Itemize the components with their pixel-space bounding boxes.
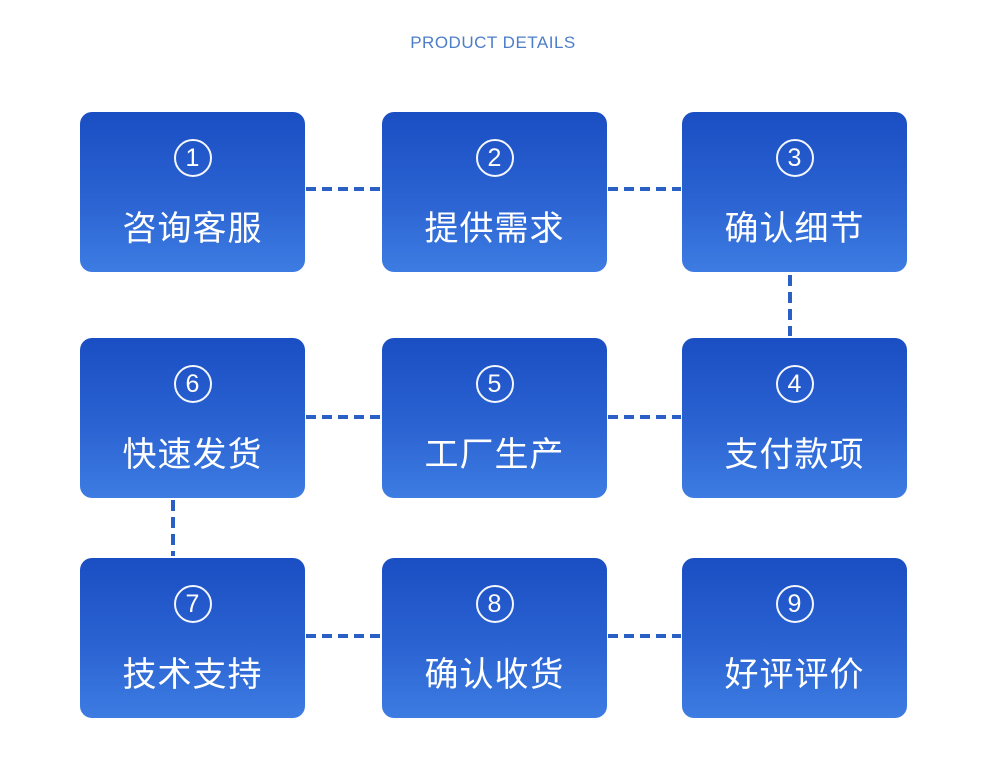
step-label: 工厂生产 bbox=[424, 436, 565, 474]
step-number-circle: 5 bbox=[475, 365, 514, 403]
step-box-2: 2 提供需求 bbox=[382, 112, 607, 272]
step-label: 确认收货 bbox=[424, 656, 565, 694]
step-number-circle: 6 bbox=[173, 365, 212, 403]
step-number: 6 bbox=[185, 369, 200, 398]
step-number: 3 bbox=[787, 143, 802, 172]
step-box-1: 1 咨询客服 bbox=[80, 112, 305, 272]
step-label: 好评评价 bbox=[724, 656, 865, 694]
step-number: 2 bbox=[487, 143, 502, 172]
step-number-circle: 7 bbox=[173, 585, 212, 623]
step-box-3: 3 确认细节 bbox=[682, 112, 907, 272]
connector-2-3 bbox=[608, 187, 681, 191]
connector-4-5 bbox=[608, 415, 681, 419]
step-box-8: 8 确认收货 bbox=[382, 558, 607, 718]
step-box-7: 7 技术支持 bbox=[80, 558, 305, 718]
step-number-circle: 2 bbox=[475, 139, 514, 177]
step-label: 技术支持 bbox=[122, 656, 263, 694]
step-box-6: 6 快速发货 bbox=[80, 338, 305, 498]
step-label: 确认细节 bbox=[724, 210, 865, 248]
connector-5-6 bbox=[306, 415, 380, 419]
step-number-circle: 3 bbox=[775, 139, 814, 177]
step-number: 7 bbox=[185, 589, 200, 618]
connector-1-2 bbox=[306, 187, 380, 191]
step-number: 4 bbox=[787, 369, 802, 398]
step-number: 8 bbox=[487, 589, 502, 618]
step-box-9: 9 好评评价 bbox=[682, 558, 907, 718]
connector-8-9 bbox=[608, 634, 681, 638]
step-box-5: 5 工厂生产 bbox=[382, 338, 607, 498]
step-number-circle: 8 bbox=[475, 585, 514, 623]
connector-6-7 bbox=[171, 500, 175, 556]
step-label: 快速发货 bbox=[122, 436, 263, 474]
step-label: 咨询客服 bbox=[122, 210, 263, 248]
step-number: 9 bbox=[787, 589, 802, 618]
step-number: 1 bbox=[185, 143, 200, 172]
step-box-4: 4 支付款项 bbox=[682, 338, 907, 498]
step-label: 支付款项 bbox=[724, 436, 865, 474]
step-number-circle: 4 bbox=[775, 365, 814, 403]
step-number-circle: 9 bbox=[775, 585, 814, 623]
step-label: 提供需求 bbox=[424, 210, 565, 248]
connector-3-4 bbox=[788, 275, 792, 336]
step-number: 5 bbox=[487, 369, 502, 398]
page-title: PRODUCT DETAILS bbox=[410, 33, 576, 52]
step-number-circle: 1 bbox=[173, 139, 212, 177]
connector-7-8 bbox=[306, 634, 380, 638]
